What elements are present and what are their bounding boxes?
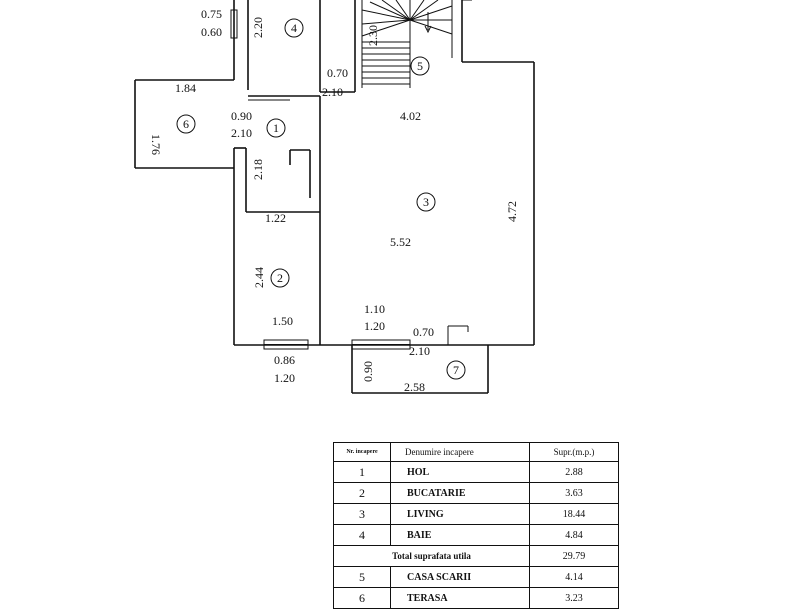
table-total-row: Total suprafata utila 29.79 [333,545,619,567]
dim-label: 4.72 [505,201,519,222]
floor-plan: 4 5 6 1 3 2 7 0.75 0.60 2.20 2.30 0.70 2… [134,0,535,394]
dim-label: 2.18 [251,159,265,180]
total-label: Total suprafata utila [333,545,530,567]
room-number-5: 5 [417,59,423,73]
row-name: HOL [390,461,530,483]
row-area: 4.84 [529,524,619,546]
row-nr: 4 [333,524,391,546]
room-number-6: 6 [183,117,189,131]
table-row: 5 CASA SCARII 4.14 [333,566,619,588]
table-header-row: Nr. incapere Denumire incapere Supr.(m.p… [333,442,619,462]
dim-label: 1.50 [272,314,293,328]
row-name: TERASA [390,587,530,609]
walls [134,0,535,394]
table-row: 6 TERASA 3.23 [333,587,619,609]
dim-label: 1.84 [175,81,196,95]
row-nr: 2 [333,482,391,504]
row-nr: 6 [333,587,391,609]
row-nr: 3 [333,503,391,525]
dim-label: 0.86 [274,353,295,367]
dim-label: 2.44 [252,267,266,288]
row-area: 18.44 [529,503,619,525]
dim-label: 2.20 [251,17,265,38]
table-row: 4 BAIE 4.84 [333,524,619,546]
dim-label: 0.90 [231,109,252,123]
row-name: CASA SCARII [390,566,530,588]
dim-label: 2.10 [322,85,343,99]
room-number-2: 2 [277,271,283,285]
row-area: 3.23 [529,587,619,609]
row-name: BAIE [390,524,530,546]
room-areas-table: Nr. incapere Denumire incapere Supr.(m.p… [333,442,619,609]
row-area: 2.88 [529,461,619,483]
room-number-7: 7 [453,363,459,377]
room-number-3: 3 [423,195,429,209]
table-row: 2 BUCATARIE 3.63 [333,482,619,504]
dim-label: 1.20 [274,371,295,385]
row-name: BUCATARIE [390,482,530,504]
dim-label: 0.70 [327,66,348,80]
dim-label: 0.60 [201,25,222,39]
header-name: Denumire incapere [390,442,530,462]
table-row: 3 LIVING 18.44 [333,503,619,525]
row-nr: 1 [333,461,391,483]
row-name: LIVING [390,503,530,525]
windows [230,9,411,350]
dim-label: 2.58 [404,380,425,394]
row-nr: 5 [333,566,391,588]
room-number-4: 4 [291,21,297,35]
room-markers: 4 5 6 1 3 2 7 [176,18,466,380]
staircase [361,0,453,88]
dim-label: 1.10 [364,302,385,316]
dim-label: 0.75 [201,7,222,21]
total-value: 29.79 [529,545,619,567]
table-row: 1 HOL 2.88 [333,461,619,483]
dim-label: 2.10 [409,344,430,358]
room-number-1: 1 [273,121,279,135]
row-area: 4.14 [529,566,619,588]
header-area: Supr.(m.p.) [529,442,619,462]
dim-label: 2.30 [366,25,380,46]
dim-label: 4.02 [400,109,421,123]
row-area: 3.63 [529,482,619,504]
dim-label: 5.52 [390,235,411,249]
header-nr: Nr. incapere [333,442,391,462]
dimension-labels: 0.75 0.60 2.20 2.30 0.70 2.10 1.84 1.76 … [149,7,519,394]
dim-label: 1.20 [364,319,385,333]
dim-label: 0.90 [361,361,375,382]
dim-label: 1.76 [149,134,163,155]
dim-label: 1.22 [265,211,286,225]
dim-label: 2.10 [231,126,252,140]
dim-label: 0.70 [413,325,434,339]
